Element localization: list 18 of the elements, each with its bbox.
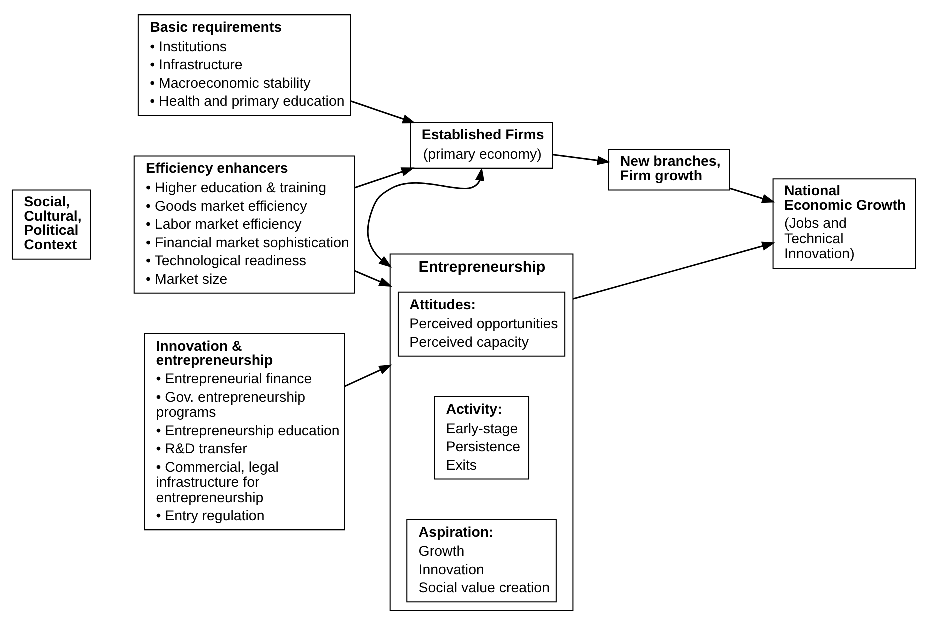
node-box: Basic requirements • Institutions • Infrastructure • Macroeconomic stability • Health and primary education [138,14,352,116]
arrow [350,100,416,124]
node-box: Established Firms (primary economy) [410,122,554,169]
node-box: Aspiration: Growth Innovation Social value creation [406,519,557,603]
arrow [344,364,392,388]
node-box: Efficiency enhancers • Higher education & training • Goods market efficiency • Labor market efficiency • Financial market sophistication • Technological readiness • Market size [134,156,356,294]
node-box: Social, Cultural, Political Context [12,190,92,260]
node-box: National Economic Growth (Jobs and Technical Innovation) [772,178,916,269]
arrow [572,242,776,300]
arrow [553,154,611,166]
arrow [354,168,415,189]
node-box: New branches, Firm growth [608,149,730,191]
node-box: Attitudes: Perceived opportunities Perceived capacity [398,292,566,357]
arrow [354,270,392,287]
node-box: Innovation & entrepreneurship • Entrepreneurial finance • Gov. entrepreneurship programs • Entrepreneurship education • R&D transfer • Commercial, legal infrastructure for entrepreneurship • Entry regulation [144,334,346,531]
arrow [367,168,485,268]
arrow [730,188,776,204]
node-box: Activity: Early-stage Persistence Exits [434,396,530,480]
